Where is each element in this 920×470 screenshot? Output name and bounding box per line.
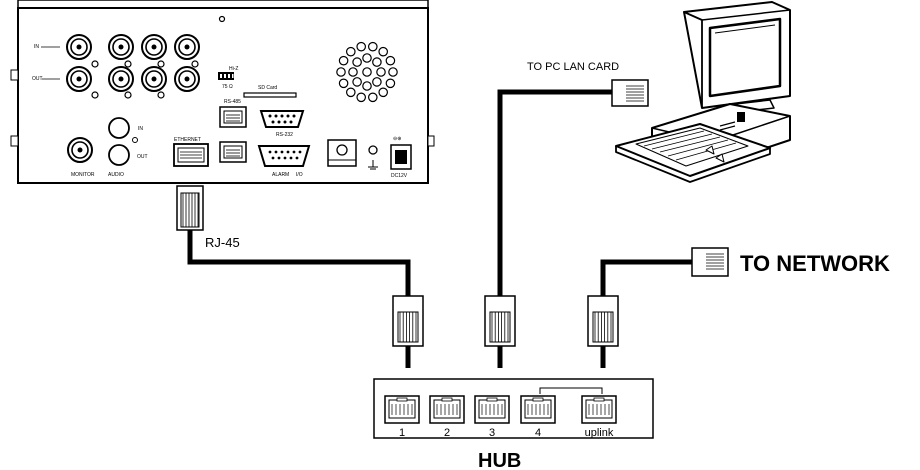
hub-port-label: 2 [444,427,450,439]
rj45-plug-icon [392,295,424,347]
network-hub: 1 2 3 4 uplink [373,378,654,439]
hub-port-uplink[interactable]: uplink [581,395,617,439]
rs232-label: RS-232 [276,132,293,138]
rj45-plug-icon [587,295,619,347]
video-out-connectors [66,66,200,92]
rj45-plug-icon [484,295,516,347]
video-in-connectors [66,34,200,60]
sd-card-slot [243,92,297,98]
dvr-rear-panel: IN OUT Hi-Z [10,0,435,184]
bnc-connector-icon [108,34,134,60]
cable-pc-to-hub [497,89,612,296]
network-plug-icon [691,247,729,277]
rs485-label: RS-485 [224,99,241,105]
hub-ports: 1 2 3 4 uplink [384,395,617,439]
io-label: I/O [296,172,303,178]
video-out-label: OUT [32,76,43,82]
ground-terminal-icon [368,145,378,170]
switch-75-label: 75 Ω [222,84,233,90]
audio-connectors-icon [108,117,138,166]
alarm-io-port-icon [257,145,311,167]
ethernet-label: ETHERNET [174,137,201,143]
hub-plugs [392,295,619,347]
power-button-icon [327,139,357,167]
bnc-connector-icon [174,34,200,60]
bnc-connector-icon [66,66,92,92]
rs485-port-icon [219,106,247,128]
alarm-label: ALARM [272,172,289,178]
rs232-port-icon [259,110,305,128]
fan-grille-icon [336,41,398,103]
computer-icon [615,1,791,183]
to-network-label: TO NETWORK [740,251,890,276]
cables [187,89,692,368]
bnc-connector-icon [141,34,167,60]
hub-port-label: 4 [535,427,541,439]
hub-port-2[interactable]: 2 [429,395,465,439]
hub-port-3[interactable]: 3 [474,395,510,439]
rj45-cable-label: RJ-45 [205,235,240,250]
monitor-connector-icon [67,137,93,163]
monitor-label: MONITOR [71,172,95,178]
hub-port-4[interactable]: 4 [520,395,556,439]
pc-lan-plug-icon [611,79,649,107]
bnc-connector-icon [108,66,134,92]
hub-port-label: 3 [489,427,495,439]
sd-card-label: SD Card [258,85,277,91]
hub-port-label: uplink [585,427,614,439]
audio-in-label: IN [138,126,143,132]
hub-port-1[interactable]: 1 [384,395,420,439]
video-in-label: IN [34,44,39,50]
cable-network-to-hub [600,259,692,296]
dc-label: DC12V [391,173,408,179]
bnc-connector-icon [66,34,92,60]
switch-hi-label: Hi-Z [229,66,238,72]
ethernet-port-icon [173,143,209,167]
to-pc-label: TO PC LAN CARD [527,61,619,73]
bnc-connector-icon [174,66,200,92]
bnc-connector-icon [141,66,167,92]
dip-switch-icon: Hi-Z 75 Ω [218,66,238,90]
rj45-plug-icon [176,185,204,231]
hub-label: HUB [478,450,521,470]
svg-text:⊖⊕: ⊖⊕ [393,136,401,142]
dc-power-jack-icon: ⊖⊕ [390,136,412,170]
cable-dvr-to-hub [187,230,411,296]
hub-port-label: 1 [399,427,405,439]
audio-label: AUDIO [108,172,124,178]
port-icon [219,141,247,163]
audio-out-label: OUT [137,154,148,160]
